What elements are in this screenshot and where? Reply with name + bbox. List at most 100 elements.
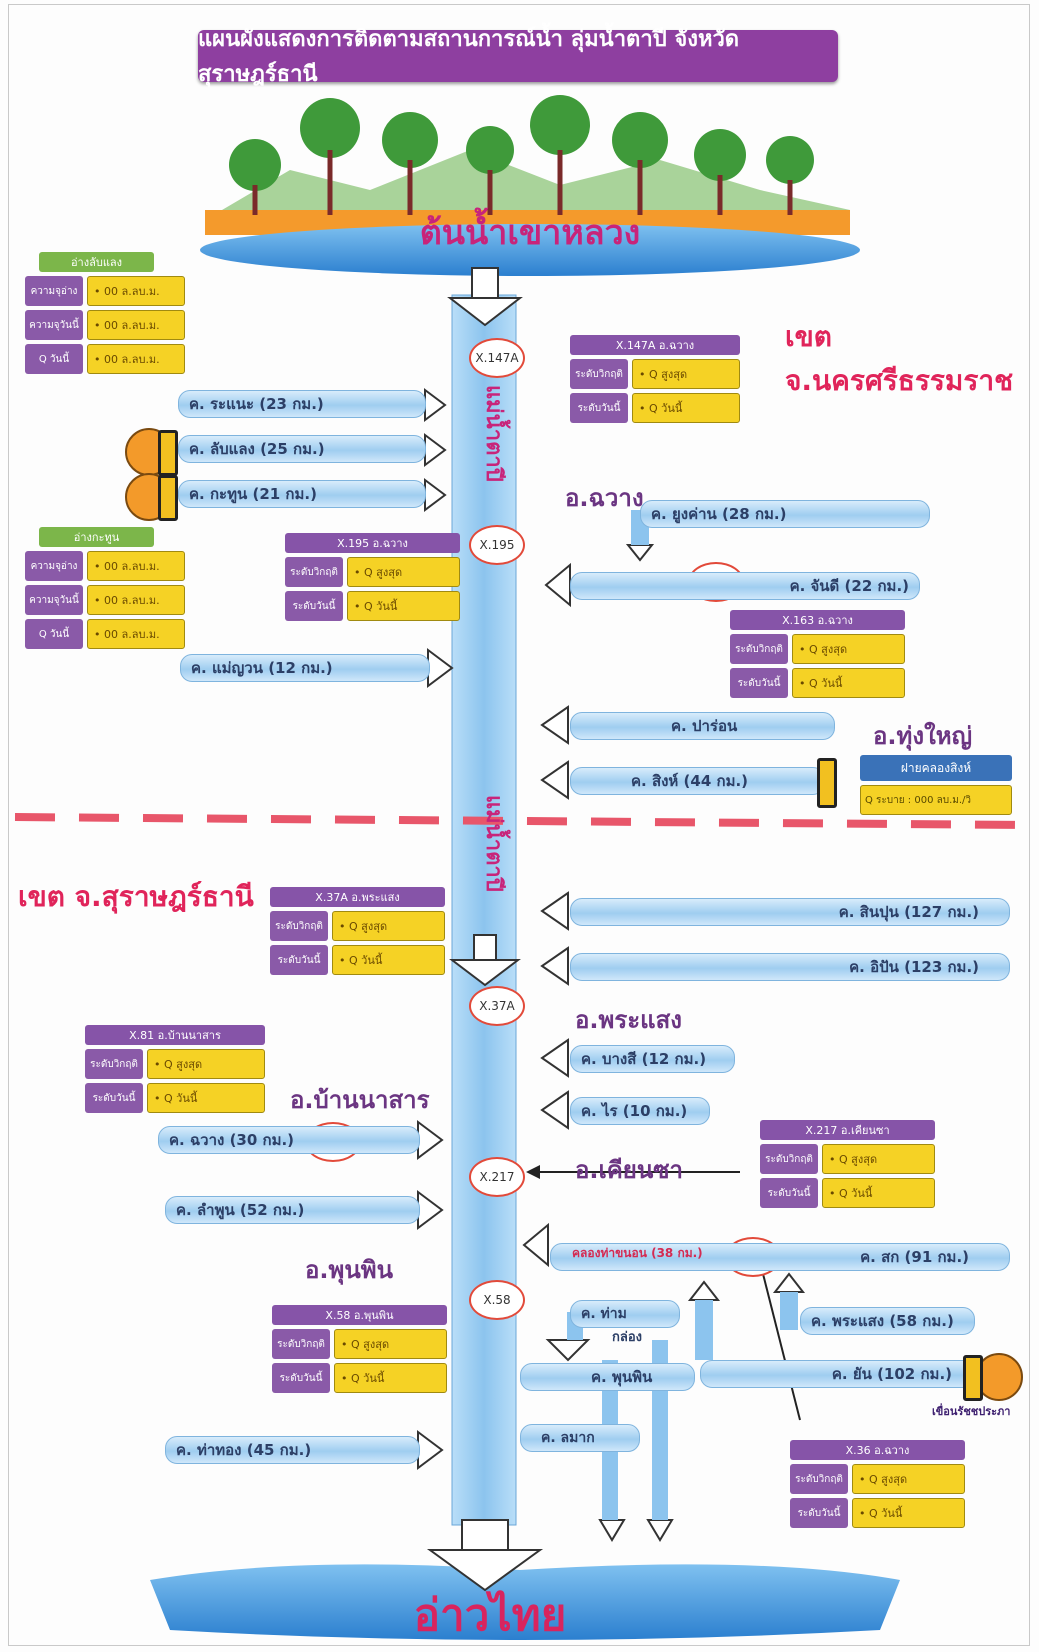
gulf-of-thailand <box>150 1564 900 1640</box>
khlong-sing-weir-icon <box>817 758 837 808</box>
left-inflow-arrows <box>417 388 454 1470</box>
row-value: • Q สูงสุด <box>852 1464 965 1494</box>
trib-lamak: ค. ลมาก <box>520 1424 640 1452</box>
station-box-header: X.36 อ.ฉวาง <box>790 1440 965 1460</box>
row-label: ความจุอ่าง <box>25 551 83 581</box>
row-value: • Q สูงสุด <box>334 1329 447 1359</box>
trib-lamphun: ค. ลำพูน (52 กม.) <box>165 1196 420 1224</box>
station-box-header: X.217 อ.เคียนซา <box>760 1120 935 1140</box>
station-box-header: X.37A อ.พระแสง <box>270 887 445 907</box>
trib-phunphin: ค. พุนพิน <box>520 1363 695 1391</box>
row-label: ระดับวิกฤติ <box>272 1329 330 1359</box>
row-label: ระดับวันนี้ <box>85 1083 143 1113</box>
trib-bang-si: ค. บางสี (12 กม.) <box>570 1045 735 1073</box>
station-x147a[interactable]: X.147A <box>469 338 525 378</box>
trib-tha-pi-sub: กล่อง <box>612 1330 642 1345</box>
row-label: ระดับวันนี้ <box>790 1498 848 1528</box>
row-value: • Q สูงสุด <box>332 911 445 941</box>
reservoir-lablaeng-header: อ่างลับแลง <box>39 252 154 272</box>
row-label: ระดับวันนี้ <box>730 668 788 698</box>
row-label: ระดับวิกฤติ <box>285 557 343 587</box>
row-label: ระดับวันนี้ <box>570 393 628 423</box>
row-label: ระดับวิกฤติ <box>270 911 328 941</box>
station-x195[interactable]: X.195 <box>469 525 525 565</box>
trib-rai: ค. ไร (10 กม.) <box>570 1097 710 1125</box>
khlong-sing-weir-box: ฝายคลองสิงห์ Q ระบาย : 000 ลบ.ม./วิ <box>860 755 1012 815</box>
reservoir-kathun-box: อ่างกะทูน ความจุอ่าง• 00 ล.ลบ.ม. ความจุว… <box>25 527 185 649</box>
station-x217[interactable]: X.217 <box>469 1157 525 1197</box>
kathun-gate-icon <box>158 475 178 521</box>
source-arrow <box>447 267 523 327</box>
main-river-label-lower: แม่น้ำตาปี <box>481 795 506 892</box>
station-box-header: X.163 อ.ฉวาง <box>730 610 905 630</box>
row-label: Q วันนี้ <box>25 619 83 649</box>
row-label: ระดับวันนี้ <box>760 1178 818 1208</box>
lablaeng-gate-icon <box>158 430 178 476</box>
canal-note: คลองท่าขนอน (38 กม.) <box>572 1246 703 1260</box>
headwater-mountain <box>200 95 860 276</box>
station-box-x163: X.163 อ.ฉวาง ระดับวิกฤติ• Q สูงสุด ระดับ… <box>730 610 905 698</box>
row-label: ระดับวิกฤติ <box>760 1144 818 1174</box>
row-value: • Q สูงสุด <box>147 1049 265 1079</box>
row-value: • 00 ล.ลบ.ม. <box>87 276 185 306</box>
row-value: • Q วันนี้ <box>822 1178 935 1208</box>
station-box-header: X.147A อ.ฉวาง <box>570 335 740 355</box>
station-box-header: X.58 อ.พุนพิน <box>272 1305 447 1325</box>
row-label: ระดับวิกฤติ <box>85 1049 143 1079</box>
row-value: • Q วันนี้ <box>147 1083 265 1113</box>
station-box-x81: X.81 อ.บ้านนาสาร ระดับวิกฤติ• Q สูงสุด ร… <box>85 1025 265 1113</box>
row-label: ความจุวันนี้ <box>25 310 83 340</box>
source-label: ต้นน้ำเขาหลวง <box>419 213 641 253</box>
district-ban-na-san: อ.บ้านนาสาร <box>290 1086 430 1114</box>
row-value: • Q สูงสุด <box>347 557 460 587</box>
row-label: ความจุอ่าง <box>25 276 83 306</box>
trib-sing: ค. สิงห์ (44 กม.) <box>570 767 825 795</box>
trib-yan: ค. ยัน (102 กม.) <box>700 1360 975 1388</box>
row-value: • Q วันนี้ <box>347 591 460 621</box>
station-box-x37a: X.37A อ.พระแสง ระดับวิกฤติ• Q สูงสุด ระด… <box>270 887 445 975</box>
trib-phra-saeng: ค. พระแสง (58 กม.) <box>800 1307 975 1335</box>
trib-lablaeng: ค. ลับแลง (25 กม.) <box>178 435 426 463</box>
row-value: • Q สูงสุด <box>632 359 740 389</box>
row-value: • Q วันนี้ <box>332 945 445 975</box>
station-box-x36: X.36 อ.ฉวาง ระดับวิกฤติ• Q สูงสุด ระดับว… <box>790 1440 965 1528</box>
station-box-x58: X.58 อ.พุนพิน ระดับวิกฤติ• Q สูงสุด ระดั… <box>272 1305 447 1393</box>
station-box-x147a: X.147A อ.ฉวาง ระดับวิกฤติ• Q สูงสุด ระดั… <box>570 335 740 423</box>
trib-ipan: ค. อิปัน (123 กม.) <box>570 953 1010 981</box>
trib-chandi: ค. จันดี (22 กม.) <box>570 572 920 600</box>
row-label: ระดับวิกฤติ <box>570 359 628 389</box>
main-river-label-upper: แม่น้ำตาปี <box>481 385 506 482</box>
row-value: • 00 ล.ลบ.ม. <box>87 551 185 581</box>
row-value: • 00 ล.ลบ.ม. <box>87 585 185 615</box>
mid-river-arrow <box>449 934 521 987</box>
row-label: ระดับวันนี้ <box>285 591 343 621</box>
trib-sin-pun: ค. สินปุน (127 กม.) <box>570 898 1010 926</box>
station-box-x217: X.217 อ.เคียนซา ระดับวิกฤติ• Q สูงสุด ระ… <box>760 1120 935 1208</box>
trib-yung-khan: ค. ยูงค่าน (28 กม.) <box>640 500 930 528</box>
row-label: Q วันนี้ <box>25 344 83 374</box>
row-label: ระดับวิกฤติ <box>730 634 788 664</box>
zone-north: เขต จ.นครศรีธรรมราช <box>785 320 1014 397</box>
row-value: • Q วันนี้ <box>632 393 740 423</box>
dam-name: เขื่อนรัชชประภา <box>932 1405 1011 1418</box>
station-x37a[interactable]: X.37A <box>469 986 525 1026</box>
station-box-header: X.81 อ.บ้านนาสาร <box>85 1025 265 1045</box>
x36-pointer <box>759 1261 801 1421</box>
district-chawang: อ.ฉวาง <box>565 484 644 512</box>
district-phra-saeng: อ.พระแสง <box>575 1006 682 1034</box>
district-khian-sa: อ.เคียนซา <box>575 1156 684 1184</box>
trib-kathun: ค. กะทูน (21 กม.) <box>178 480 426 508</box>
sea-label: อ่าวไทย <box>413 1590 567 1641</box>
diagram-title: แผนผังแสดงการติดตามสถานการณ์น้ำ ลุ่มน้ำต… <box>198 27 838 87</box>
row-label: ระดับวันนี้ <box>270 945 328 975</box>
row-value: • 00 ล.ลบ.ม. <box>87 310 185 340</box>
row-value: • Q วันนี้ <box>852 1498 965 1528</box>
diagram-frame <box>8 4 1030 1646</box>
station-x58[interactable]: X.58 <box>469 1280 525 1320</box>
trib-parong: ค. ปาร่อน <box>570 712 835 740</box>
rajjaprabha-gate-icon <box>963 1355 983 1401</box>
zone-south: เขต จ.สุราษฎร์ธานี <box>18 880 254 913</box>
province-boundary <box>14 813 1026 829</box>
